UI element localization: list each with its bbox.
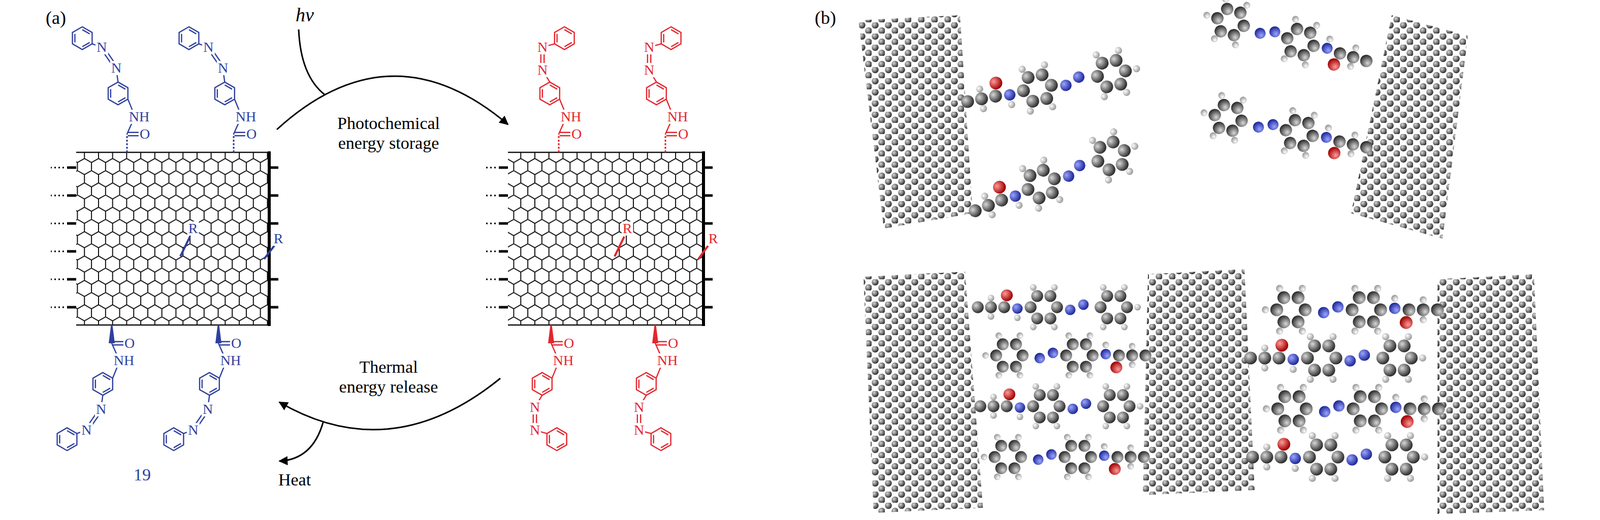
panel-letter: (a) [45, 8, 67, 29]
atom-label: N [94, 402, 108, 417]
cycle-arrows [276, 29, 508, 462]
atom-label: N [528, 400, 541, 415]
atom-label: NH [666, 109, 689, 124]
atom-label: NH [128, 109, 151, 124]
process-label: Thermal energy release [336, 357, 441, 397]
atom-label: NH [656, 353, 679, 368]
process-label: Photochemical energy storage [327, 113, 450, 153]
atom-label: N [216, 60, 230, 76]
atom-label: N [536, 62, 549, 78]
substituent-label: R [621, 221, 634, 236]
substituent-label: R [707, 231, 720, 246]
atom-label: O [245, 126, 258, 142]
atom-label: N [536, 40, 549, 55]
substituent-label: R [187, 221, 200, 236]
atom-label: NH [234, 109, 258, 124]
atom-label: NH [559, 109, 583, 124]
atom-label: O [677, 126, 690, 142]
nanotube-red [483, 151, 713, 327]
atom-label: N [643, 40, 656, 55]
atom-label: O [562, 336, 575, 351]
atom-label: N [643, 62, 656, 78]
atom-label: O [123, 336, 136, 351]
atom-label: N [201, 402, 214, 417]
atom-label: O [138, 126, 151, 142]
atom-label: N [110, 60, 123, 76]
atom-label: O [230, 336, 243, 351]
substituent-label: R [272, 231, 285, 246]
atom-label: NH [112, 353, 136, 368]
nanotube-blue [50, 151, 279, 327]
molecular-model [858, 0, 1545, 515]
heat-label: Heat [278, 470, 311, 490]
panel-letter: (b) [814, 8, 837, 29]
light-symbol: hν [295, 4, 314, 26]
atom-label: N [95, 40, 108, 55]
atom-label: N [632, 400, 646, 415]
compound-number: 19 [133, 465, 151, 485]
atom-label: NH [219, 353, 242, 368]
atom-label: N [528, 423, 541, 438]
atom-label: NH [552, 353, 575, 368]
atom-label: N [80, 423, 93, 438]
atom-label: N [202, 40, 215, 55]
azobenzene-groups-blue [57, 26, 275, 451]
atom-label: O [570, 126, 583, 142]
atom-label: N [186, 423, 200, 438]
azobenzene-groups-red [532, 26, 709, 451]
atom-label: N [632, 423, 646, 438]
atom-label: O [666, 336, 680, 351]
